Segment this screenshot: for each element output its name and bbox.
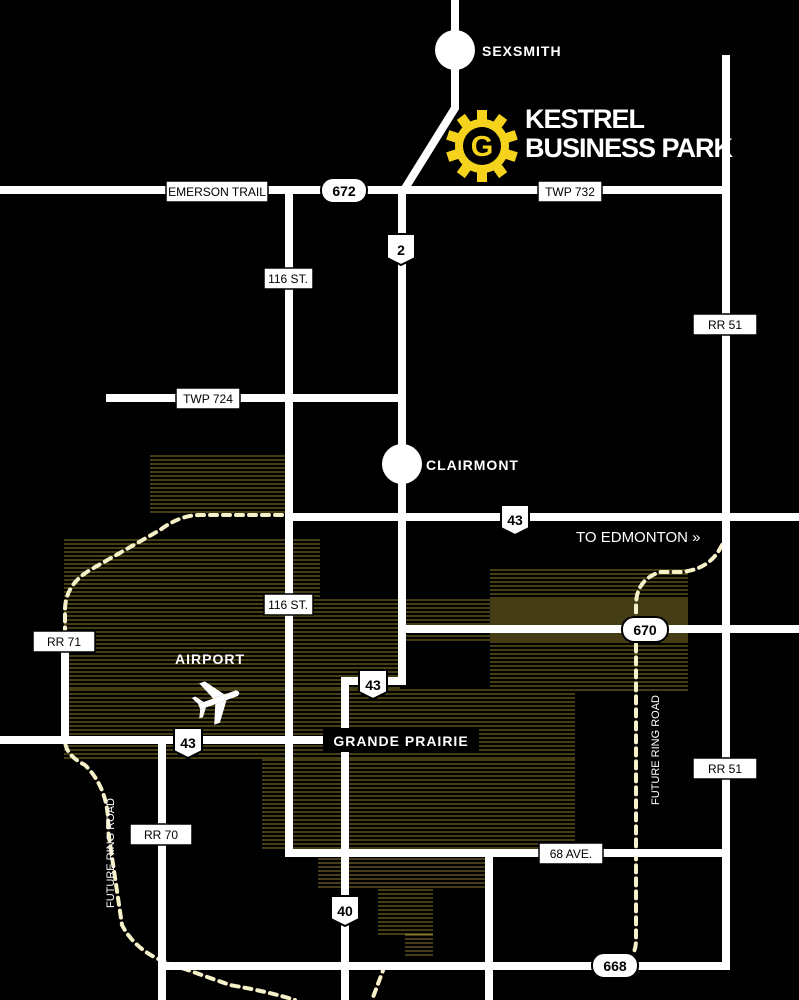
shield-668: 668 (603, 958, 627, 974)
brand-title-line2: BUSINESS PARK (525, 133, 734, 163)
shield-43-west: 43 (180, 735, 196, 751)
city-label-grande-prairie: GRANDE PRAIRIE (333, 733, 468, 749)
town-marker-clairmont (382, 444, 422, 484)
label-rr71: RR 71 (47, 635, 81, 649)
shield-40: 40 (337, 903, 353, 919)
town-label-clairmont: CLAIRMONT (426, 457, 519, 473)
label-future-ring-road-west: FUTURE RING ROAD (105, 798, 117, 908)
town-marker-sexsmith (435, 30, 475, 70)
town-label-sexsmith: SEXSMITH (482, 43, 562, 59)
road-name-labels: EMERSON TRAIL TWP 732 116 ST. RR 51 TWP … (32, 180, 758, 865)
kestrel-logo-icon: G (446, 110, 518, 182)
label-twp724: TWP 724 (183, 392, 233, 406)
shield-43-east: 43 (507, 512, 523, 528)
label-rr51-south: RR 51 (708, 762, 742, 776)
label-68-ave: 68 AVE. (550, 847, 592, 861)
label-116-st-south: 116 ST. (268, 598, 308, 612)
road-hwy2-diagonal (400, 100, 459, 193)
label-to-edmonton: TO EDMONTON » (576, 529, 700, 546)
label-116-st-north: 116 ST. (268, 272, 308, 286)
airplane-icon (191, 681, 240, 725)
label-box-grande-prairie (323, 728, 479, 752)
label-emerson-trail: EMERSON TRAIL (168, 185, 266, 199)
brand-title-line1: KESTREL (525, 104, 645, 134)
label-airport: AIRPORT (175, 651, 245, 667)
shield-2: 2 (397, 242, 405, 258)
label-twp732: TWP 732 (545, 185, 595, 199)
urban-area-hatch (64, 455, 688, 956)
highway-pentagon-shields: 2 43 43 43 40 (173, 233, 530, 928)
highway-shields: 672 670 668 (320, 177, 669, 979)
logo-letter: G (471, 131, 494, 163)
shield-670: 670 (633, 622, 657, 638)
shield-672: 672 (332, 183, 356, 199)
label-rr51-north: RR 51 (708, 318, 742, 332)
label-rr70: RR 70 (144, 828, 178, 842)
label-future-ring-road-east: FUTURE RING ROAD (650, 695, 662, 805)
shield-43-city: 43 (365, 677, 381, 693)
